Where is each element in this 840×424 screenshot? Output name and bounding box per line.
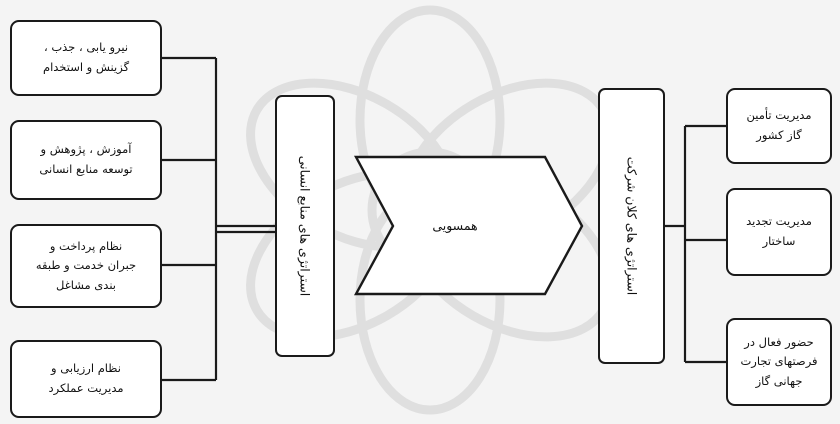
left-box-recruitment: نیرو یابی ، جذب ، گزینش و استخدام (10, 20, 162, 96)
right-box-restructuring-line2: ساختار (762, 234, 796, 248)
left-box-compensation-line2: جبران خدمت و طبقه (35, 258, 137, 273)
right-box-global-trade-line2: فرصتهای تجارت (740, 354, 818, 369)
right-box-gas-supply-line1: مدیریت تأمین (746, 108, 812, 123)
corporate-strategy-box: استراتژی های کلان شرکت (598, 88, 665, 364)
right-box-global-trade: حضور فعال در فرصتهای تجارت جهانی گاز (726, 318, 832, 406)
left-box-training: آموزش ، پژوهش و توسعه منابع انسانی (10, 120, 162, 200)
left-box-performance-line1: نظام ارزیابی و (51, 361, 121, 376)
right-box-gas-supply-line2: گاز کشور (756, 128, 802, 142)
right-box-gas-supply: مدیریت تأمین گاز کشور (726, 88, 832, 164)
right-box-global-trade-line3: جهانی گاز (755, 373, 803, 388)
left-box-compensation: نظام پرداخت و جبران خدمت و طبقه بندی مشا… (10, 224, 162, 308)
left-box-recruitment-line2: گزینش و استخدام (42, 60, 130, 74)
corporate-strategy-label: استراتژی های کلان شرکت (624, 156, 639, 296)
left-box-compensation-line1: نظام پرداخت و (49, 238, 123, 253)
left-box-training-line1: آموزش ، پژوهش و (40, 142, 132, 157)
alignment-chevron (353, 155, 584, 296)
left-box-compensation-line3: بندی مشاغل (56, 277, 117, 292)
alignment-label: همسویی (432, 218, 478, 233)
right-box-global-trade-line1: حضور فعال در (744, 334, 814, 349)
left-box-performance: نظام ارزیابی و مدیریت عملکرد (10, 340, 162, 418)
left-box-training-line2: توسعه منابع انسانی (39, 162, 133, 176)
right-box-restructuring: مدیریت تجدید ساختار (726, 188, 832, 276)
left-box-recruitment-line1: نیرو یابی ، جذب ، (43, 40, 129, 55)
hr-strategy-box: استراتژی های منابع انسانی (275, 95, 335, 357)
left-box-performance-line2: مدیریت عملکرد (48, 381, 124, 395)
hr-strategy-label: استراتژی های منابع انسانی (297, 155, 313, 297)
right-box-restructuring-line1: مدیریت تجدید (746, 214, 812, 229)
